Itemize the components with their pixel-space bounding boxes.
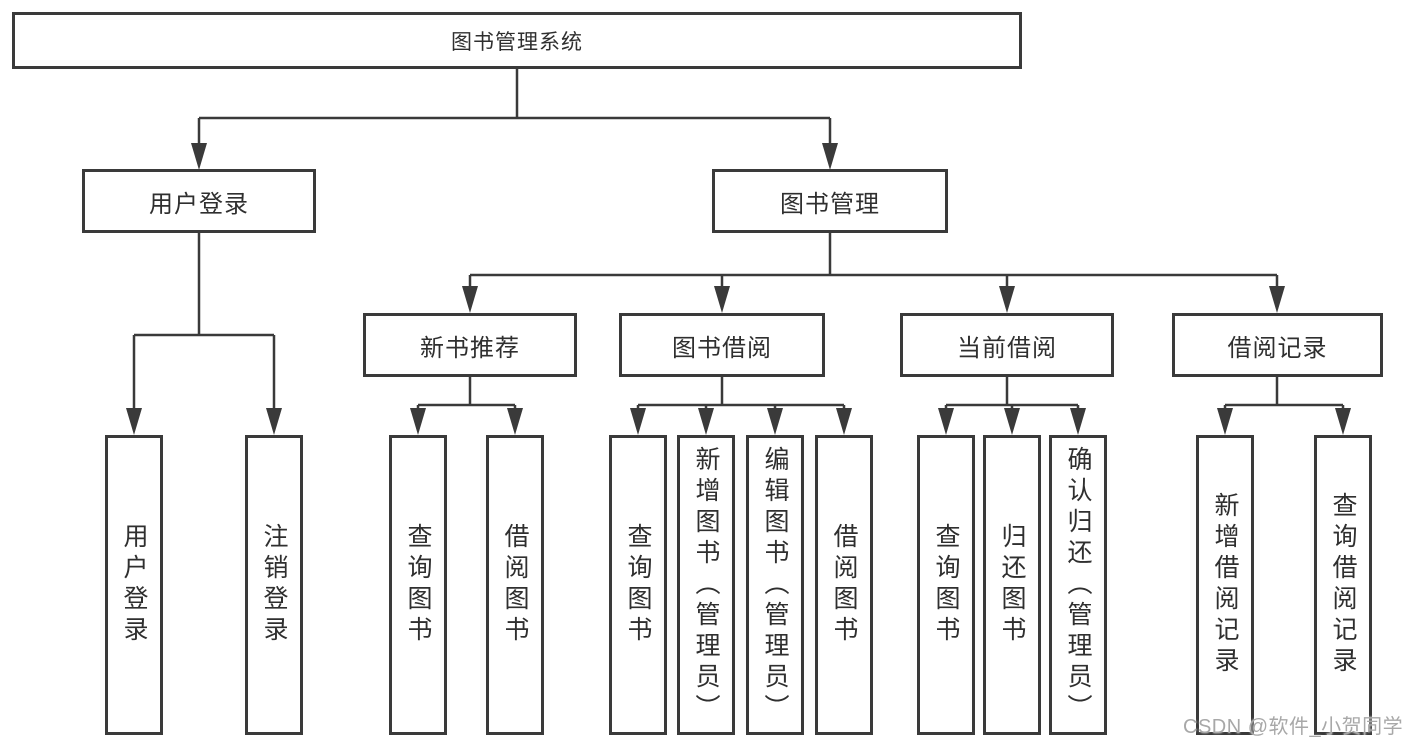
node-current-borrow: 当前借阅: [900, 313, 1114, 377]
node-user-login-label: 用户登录: [149, 190, 249, 218]
node-book-management-label: 图书管理: [780, 190, 880, 218]
leaf-edit-books-admin: 编辑图书（管理员）: [746, 435, 804, 735]
leaf-borrow-books-1: 借阅图书: [486, 435, 544, 735]
leaf-confirm-return-admin-label: 确认归还（管理员）: [1064, 445, 1092, 725]
leaf-query-books-3-label: 查询图书: [932, 523, 960, 647]
node-current-borrow-label: 当前借阅: [957, 334, 1057, 362]
leaf-add-books-admin: 新增图书（管理员）: [677, 435, 735, 735]
leaf-borrow-books-1-label: 借阅图书: [501, 523, 529, 647]
arrowhead-icons: [126, 143, 1351, 435]
leaf-add-books-admin-label: 新增图书（管理员）: [692, 445, 720, 725]
leaf-return-books-label: 归还图书: [998, 523, 1026, 647]
leaf-logout: 注销登录: [245, 435, 303, 735]
node-new-book-recommend-label: 新书推荐: [420, 334, 520, 362]
node-user-login: 用户登录: [82, 169, 316, 233]
watermark: CSDN @软件_小贺同学: [1183, 716, 1404, 738]
leaf-logout-label: 注销登录: [260, 523, 288, 647]
leaf-add-borrow-record: 新增借阅记录: [1196, 435, 1254, 735]
leaf-query-books-1: 查询图书: [389, 435, 447, 735]
leaf-query-borrow-record-label: 查询借阅记录: [1329, 492, 1357, 678]
node-book-management: 图书管理: [712, 169, 948, 233]
leaf-query-books-2-label: 查询图书: [624, 523, 652, 647]
leaf-query-books-1-label: 查询图书: [404, 523, 432, 647]
leaf-return-books: 归还图书: [983, 435, 1041, 735]
node-root: 图书管理系统: [12, 12, 1022, 69]
node-book-borrow-label: 图书借阅: [672, 334, 772, 362]
leaf-add-borrow-record-label: 新增借阅记录: [1211, 492, 1239, 678]
leaf-user-login-label: 用户登录: [120, 523, 148, 647]
leaf-query-books-3: 查询图书: [917, 435, 975, 735]
leaf-user-login: 用户登录: [105, 435, 163, 735]
node-book-borrow: 图书借阅: [619, 313, 825, 377]
leaf-borrow-books-2-label: 借阅图书: [830, 523, 858, 647]
leaf-query-books-2: 查询图书: [609, 435, 667, 735]
leaf-query-borrow-record: 查询借阅记录: [1314, 435, 1372, 735]
node-borrow-records-label: 借阅记录: [1227, 334, 1328, 362]
node-root-label: 图书管理系统: [451, 30, 583, 54]
leaf-edit-books-admin-label: 编辑图书（管理员）: [761, 445, 789, 725]
leaf-borrow-books-2: 借阅图书: [815, 435, 873, 735]
leaf-confirm-return-admin: 确认归还（管理员）: [1049, 435, 1107, 735]
node-borrow-records: 借阅记录: [1172, 313, 1383, 377]
node-new-book-recommend: 新书推荐: [363, 313, 577, 377]
